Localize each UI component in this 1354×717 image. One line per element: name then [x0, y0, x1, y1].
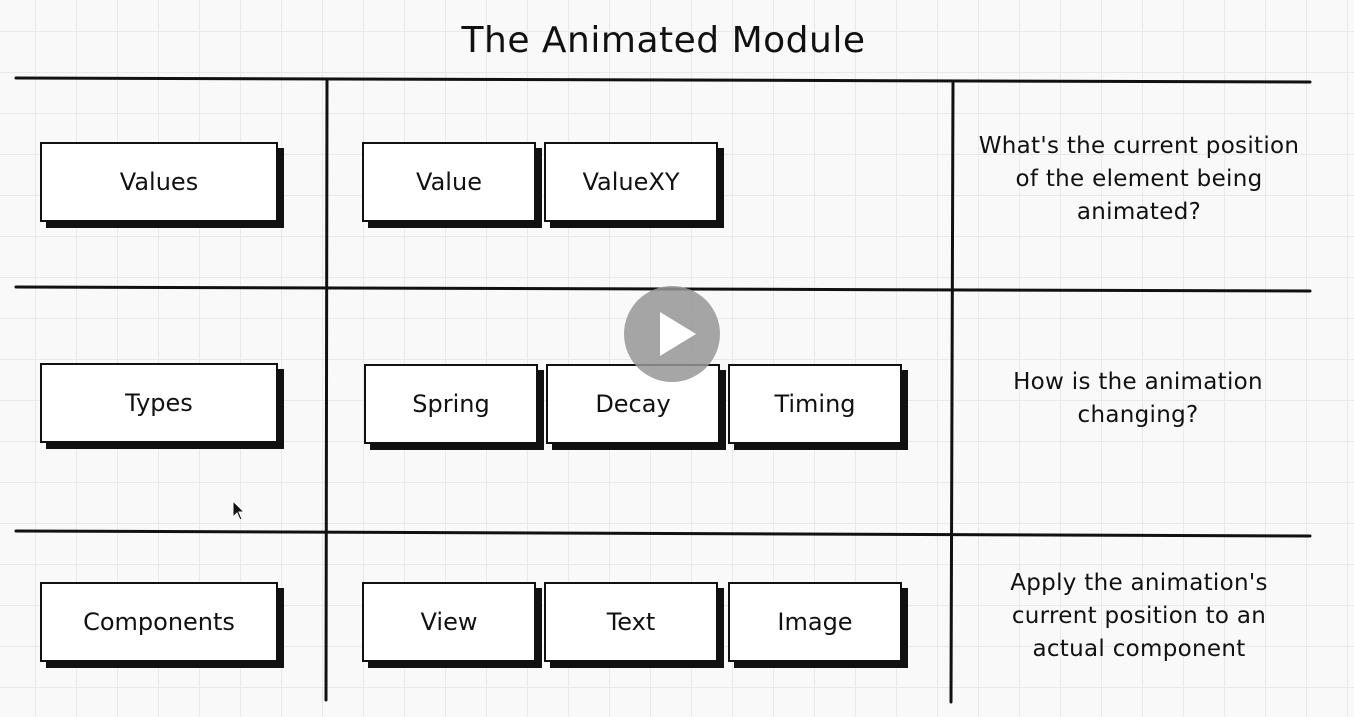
item-box-valuexy: ValueXY [544, 142, 718, 222]
item-label: ValueXY [582, 168, 680, 196]
item-box-image: Image [728, 582, 902, 662]
item-box-timing: Timing [728, 364, 902, 444]
category-label: Types [125, 389, 193, 417]
category-label: Values [119, 168, 199, 196]
diagram-title: The Animated Module [461, 20, 866, 61]
item-label: Image [777, 608, 853, 636]
item-box-value: Value [362, 142, 536, 222]
category-label: Components [83, 608, 235, 636]
category-box-types: Types [40, 363, 278, 443]
item-label: Spring [412, 390, 490, 418]
item-label: Text [606, 608, 656, 636]
item-box-view: View [362, 582, 536, 662]
row-description-types: How is the animation changing? [1013, 369, 1263, 428]
mouse-cursor-icon [232, 500, 246, 521]
row-description-values: What's the current position of the eleme… [978, 133, 1300, 225]
item-label: Decay [595, 390, 671, 418]
category-box-values: Values [40, 142, 278, 222]
item-label: Timing [774, 390, 856, 418]
item-box-text: Text [544, 582, 718, 662]
play-button[interactable] [624, 286, 720, 382]
play-icon [660, 312, 696, 356]
category-box-components: Components [40, 582, 278, 662]
row-description-components: Apply the animation's current position t… [1010, 570, 1268, 662]
item-box-spring: Spring [364, 364, 538, 444]
item-label: View [420, 608, 478, 636]
item-label: Value [416, 168, 482, 196]
